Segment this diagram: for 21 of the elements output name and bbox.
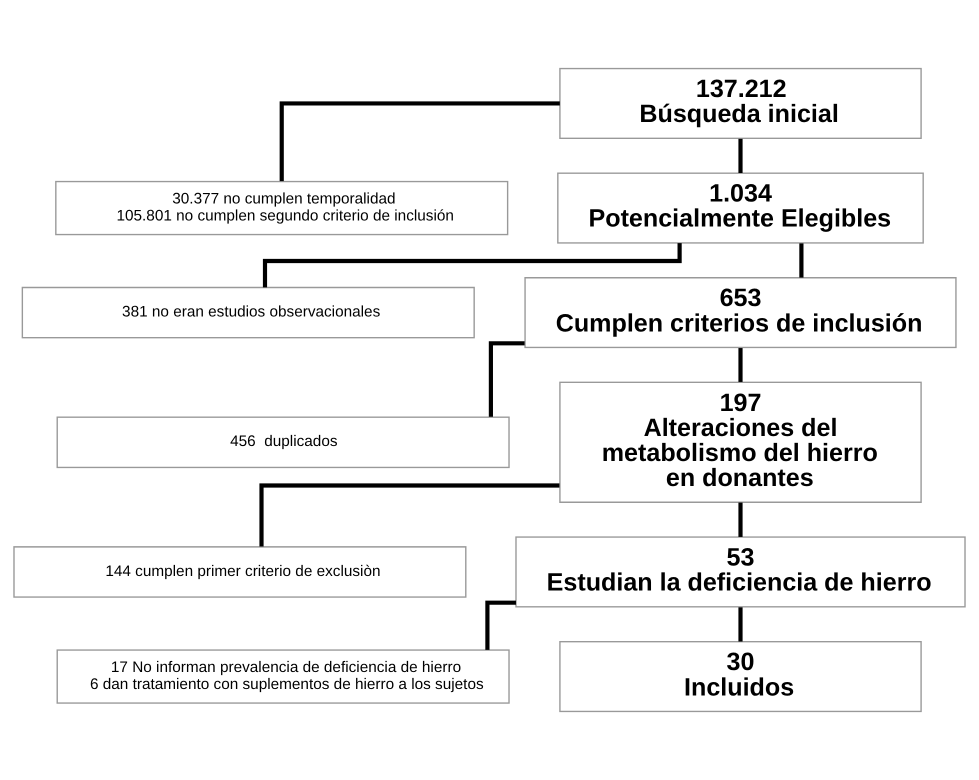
node-box: 456 duplicados <box>56 416 510 468</box>
connector <box>259 483 560 546</box>
connector <box>485 600 516 650</box>
node-box: 381 no eran estudios observacionales <box>22 286 475 338</box>
node-box: 137.212 Búsqueda inicial <box>559 68 922 139</box>
connector <box>738 348 743 382</box>
node-box: 30.377 no cumplen temporalidad 105.801 no cumplen segundo criterio de inclusión <box>55 180 508 236</box>
node-box: 30 Incluidos <box>559 641 922 712</box>
node-box: 653 Cumplen criterios de inclusión <box>524 277 957 348</box>
node-box: 53 Estudian la deficiencia de hierro <box>515 536 966 608</box>
connector <box>799 243 804 278</box>
node-box: 1.034 Potencialmente Elegibles <box>557 172 924 244</box>
node-box: 144 cumplen primer criterio de exclusiòn <box>13 546 466 598</box>
connector <box>488 341 525 417</box>
connector <box>262 243 682 288</box>
connector <box>738 138 743 173</box>
node-box: 17 No informan prevalencia de deficiencia de hierro 6 dan tratamiento con suplementos de hierro a los sujetos <box>56 649 510 704</box>
connector <box>280 101 560 182</box>
connector <box>738 607 743 642</box>
connector <box>738 502 743 537</box>
node-box: 197 Alteraciones del metabolismo del hierro en donantes <box>559 382 922 503</box>
